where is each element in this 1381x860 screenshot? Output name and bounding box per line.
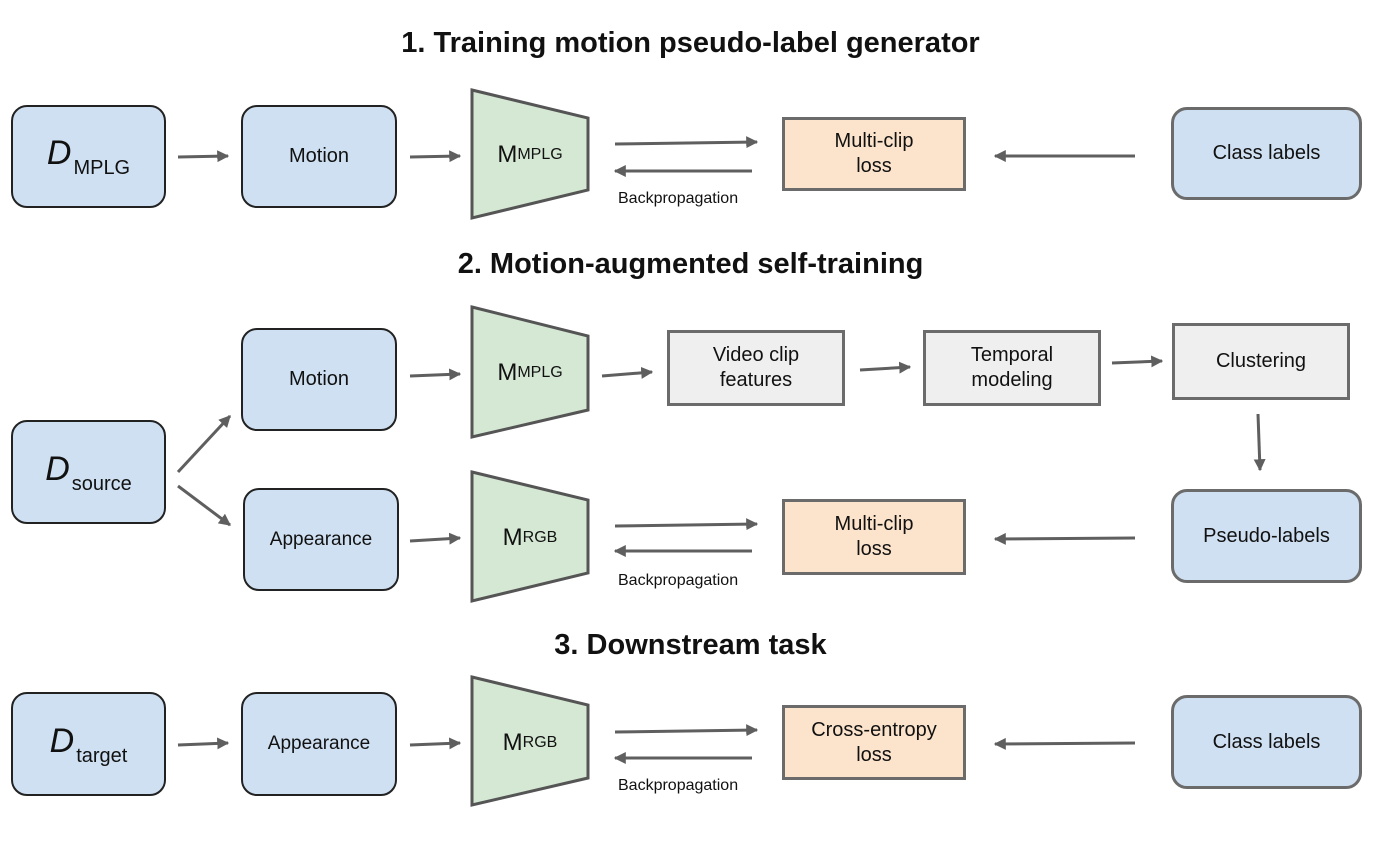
arrow-motion-to-mmplg-2	[409, 368, 462, 381]
model-mplg-trapezoid-1	[470, 88, 590, 220]
arrow-appearance-to-mrgb-3	[409, 737, 462, 750]
arrow-temporal-to-clustering	[1111, 355, 1164, 368]
cross-entropy-loss-node: Cross-entropy loss	[782, 705, 966, 780]
dataset-subscript: MPLG	[73, 157, 131, 179]
model-letter: M	[497, 359, 518, 386]
model-subscript: RGB	[522, 529, 558, 546]
arrow-motion-to-mmplg	[409, 150, 462, 163]
backpropagation-label-3: Backpropagation	[618, 777, 739, 794]
arrow-mmplg-to-features	[601, 366, 654, 379]
arrow-clustering-to-pseudolabels	[1253, 413, 1266, 472]
motion-node-2: Motion	[241, 328, 397, 431]
arrow-mmplg-to-loss	[614, 136, 759, 149]
dataset-subscript: target	[76, 744, 128, 767]
model-subscript: RGB	[522, 734, 558, 751]
section-3-title: 3. Downstream task	[554, 629, 827, 661]
dataset-letter: D	[46, 134, 72, 172]
backpropagation-label-2: Backpropagation	[618, 572, 739, 589]
appearance-node-2: Appearance	[243, 488, 399, 591]
model-rgb-trapezoid-2	[470, 470, 590, 603]
video-clip-features-node: Video clip features	[667, 330, 845, 406]
arrow-features-to-temporal	[859, 361, 912, 374]
temporal-modeling-node: Temporal modeling	[923, 330, 1101, 406]
clustering-node: Clustering	[1172, 323, 1350, 400]
dataset-letter: D	[45, 449, 70, 488]
arrow-dsource-to-motion	[176, 414, 232, 474]
dataset-letter: D	[49, 721, 75, 760]
motion-node-1: Motion	[241, 105, 397, 208]
arrow-pseudolabels-to-loss	[993, 532, 1136, 545]
arrow-mrgb-to-ce-loss	[614, 724, 759, 737]
dataset-subscript: source	[71, 472, 132, 495]
class-labels-node-1: Class labels	[1171, 107, 1362, 200]
arrow-mrgb-to-loss-2	[614, 518, 759, 531]
backpropagation-label-1: Backpropagation	[618, 190, 739, 207]
model-rgb-trapezoid-3	[470, 675, 590, 807]
section-2-title: 2. Motion-augmented self-training	[457, 248, 924, 280]
model-letter: M	[497, 141, 518, 168]
class-labels-node-3: Class labels	[1171, 695, 1362, 789]
multi-clip-loss-node-2: Multi-clip loss	[782, 499, 966, 575]
model-mplg-trapezoid-2	[470, 305, 590, 439]
model-subscript: MPLG	[517, 364, 563, 381]
arrow-dmplg-to-motion	[177, 150, 230, 163]
arrow-dtarget-to-appearance	[177, 737, 230, 750]
model-letter: M	[502, 729, 523, 756]
arrow-classlabels-to-ce-loss	[993, 737, 1136, 750]
arrow-appearance-to-mrgb	[409, 532, 462, 545]
model-letter: M	[502, 524, 523, 551]
multi-clip-loss-node-1: Multi-clip loss	[782, 117, 966, 191]
model-subscript: MPLG	[517, 146, 563, 163]
pseudo-labels-node: Pseudo-labels	[1171, 489, 1362, 583]
appearance-node-3: Appearance	[241, 692, 397, 796]
arrow-dsource-to-appearance	[177, 484, 231, 527]
section-1-title: 1. Training motion pseudo-label generato…	[401, 27, 980, 59]
